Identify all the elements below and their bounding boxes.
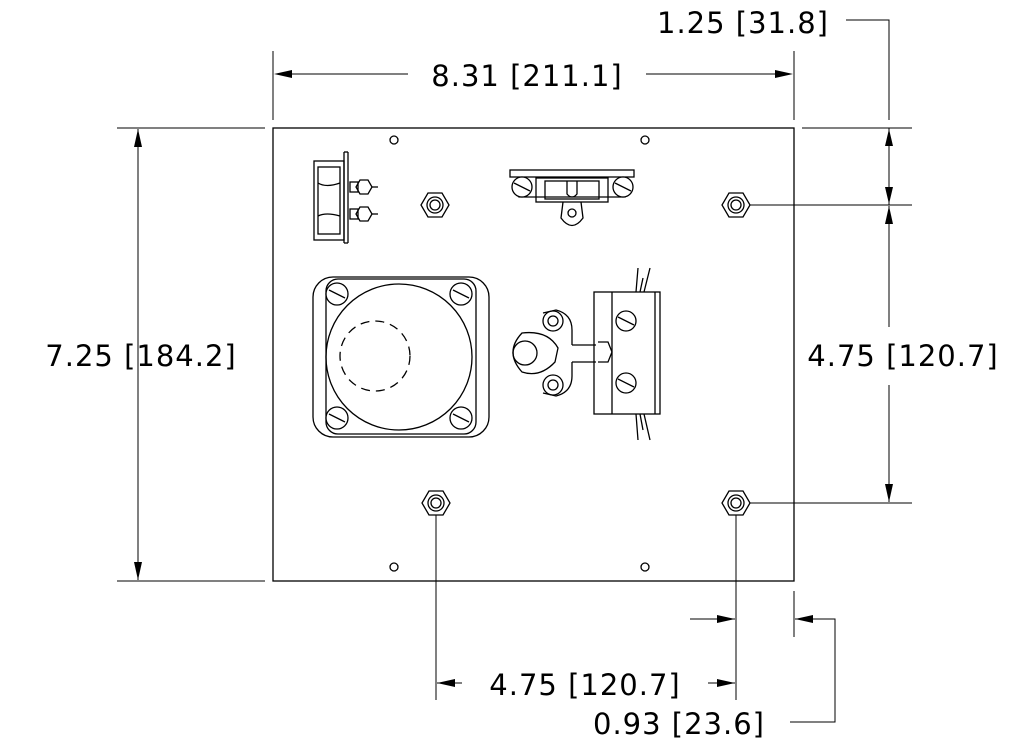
dimension-top-width-label: 8.31 [211.1] bbox=[431, 59, 622, 93]
dimension-top-right-offset bbox=[750, 19, 912, 206]
toggle-switch bbox=[313, 151, 378, 244]
dimension-top-width bbox=[272, 51, 795, 120]
dimension-left-height-label: 7.25 [184.2] bbox=[45, 339, 236, 373]
dimension-top-right-offset-label: 1.25 [31.8] bbox=[657, 6, 829, 40]
hex-nut-bottom-right bbox=[721, 490, 751, 516]
mounting-holes-small bbox=[389, 135, 650, 572]
panel-outline bbox=[272, 127, 795, 582]
square-switch-device bbox=[312, 276, 490, 438]
hex-nut-bottom-left bbox=[421, 490, 451, 516]
hex-nut-top-right bbox=[721, 192, 751, 218]
dimension-bottom-right-offset bbox=[690, 591, 836, 723]
fuse-holder bbox=[509, 169, 635, 227]
dimension-bottom-right-offset-label: 0.93 [23.6] bbox=[593, 707, 765, 740]
hex-nut-top-left bbox=[420, 192, 450, 218]
dimension-right-vertical-spacing-label: 4.75 [120.7] bbox=[807, 339, 998, 373]
dimension-bottom-horizontal-spacing bbox=[435, 515, 737, 700]
dimension-right-vertical-spacing bbox=[750, 206, 912, 504]
dimension-bottom-horizontal-spacing-label: 4.75 [120.7] bbox=[489, 668, 680, 702]
dimension-left-height bbox=[117, 127, 265, 582]
switch-assembly bbox=[512, 267, 661, 441]
